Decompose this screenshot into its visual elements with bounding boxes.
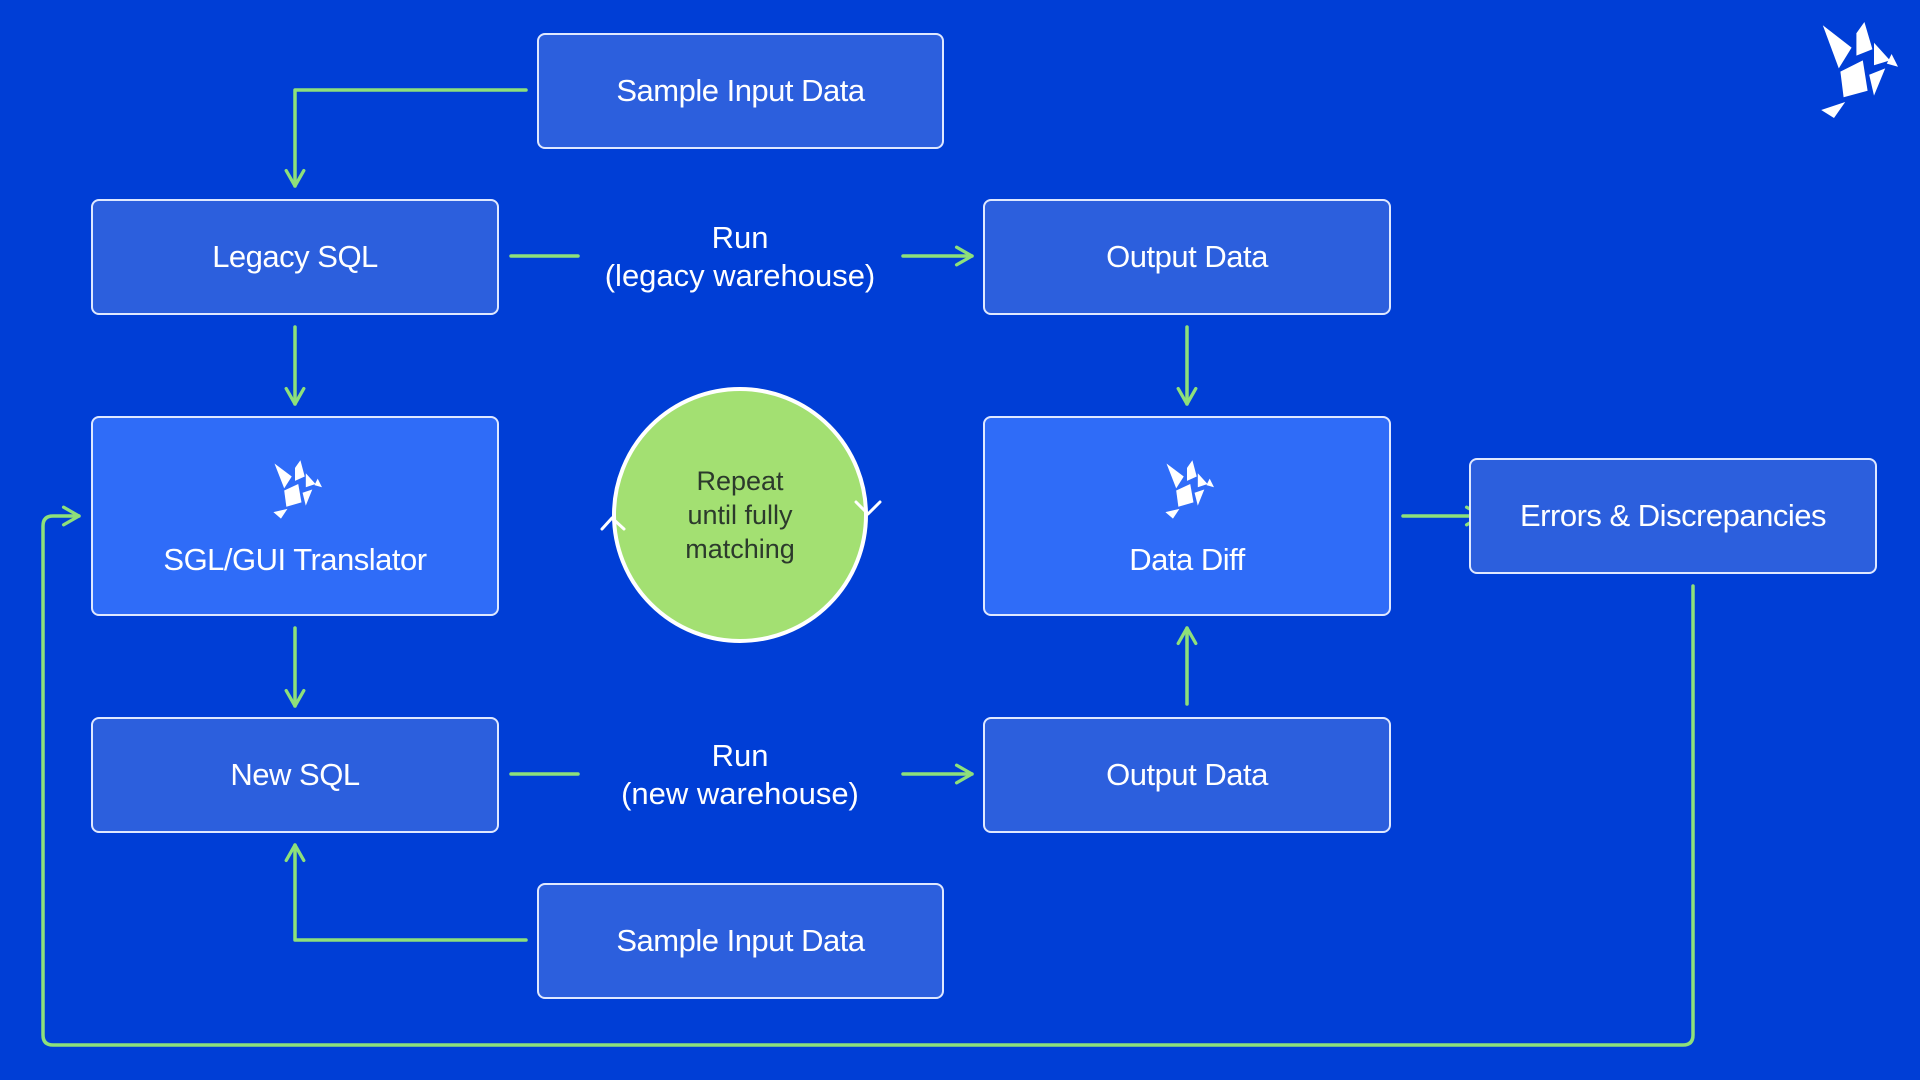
brand-logo-icon bbox=[1821, 22, 1898, 118]
loop-line2: until fully bbox=[687, 500, 793, 530]
edge-sample-to-legacy bbox=[284, 88, 528, 188]
data-diff-label: Data Diff bbox=[1129, 542, 1245, 577]
sample-input-bottom-node: Sample Input Data bbox=[537, 883, 944, 999]
repeat-loop-circle: Repeat until fully matching bbox=[612, 387, 868, 643]
errors-node: Errors & Discrepancies bbox=[1469, 458, 1877, 574]
loop-line3: matching bbox=[685, 534, 795, 564]
translator-label: SGL/GUI Translator bbox=[163, 542, 427, 577]
loop-line1: Repeat bbox=[696, 466, 784, 496]
origami-bird-icon bbox=[1165, 460, 1214, 519]
translator-node: SGL/GUI Translator bbox=[91, 416, 499, 616]
run-legacy-line1: Run bbox=[711, 220, 769, 255]
run-new-label: Run (new warehouse) bbox=[580, 737, 900, 813]
run-legacy-label: Run (legacy warehouse) bbox=[580, 219, 900, 295]
legacy-sql-node: Legacy SQL bbox=[91, 199, 499, 315]
output-data-bottom-node: Output Data bbox=[983, 717, 1391, 833]
run-new-line2: (new warehouse) bbox=[621, 776, 859, 811]
origami-bird-icon bbox=[273, 460, 322, 519]
run-legacy-line2: (legacy warehouse) bbox=[604, 258, 876, 293]
run-new-line1: Run bbox=[711, 738, 769, 773]
new-sql-node: New SQL bbox=[91, 717, 499, 833]
sample-input-top-node: Sample Input Data bbox=[537, 33, 944, 149]
repeat-loop-text: Repeat until fully matching bbox=[685, 464, 795, 566]
edge-sample-to-new-sql bbox=[284, 843, 528, 942]
data-diff-node: Data Diff bbox=[983, 416, 1391, 616]
output-data-top-node: Output Data bbox=[983, 199, 1391, 315]
